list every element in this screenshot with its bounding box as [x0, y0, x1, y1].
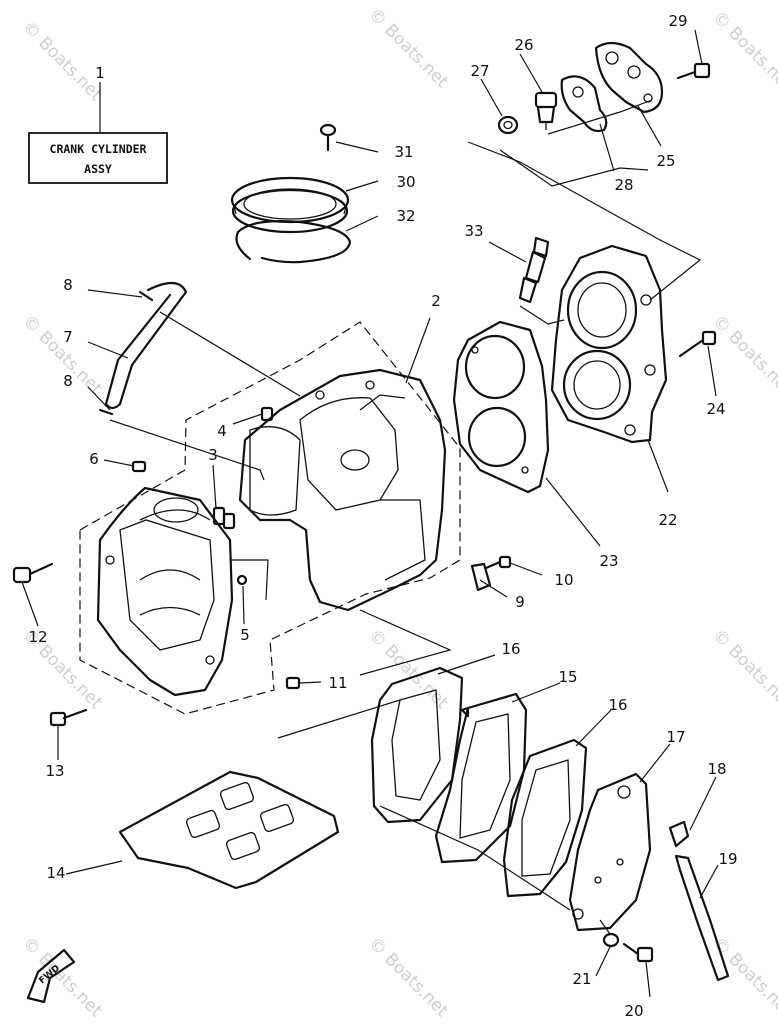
callout-9: 9: [515, 593, 525, 611]
part-25-cover: [594, 41, 664, 114]
callout-12: 12: [28, 628, 47, 646]
part-23-head-gasket: [452, 320, 550, 494]
callout-20: 20: [624, 1002, 643, 1020]
assembly-lines: [79, 99, 702, 935]
callout-5: 5: [240, 626, 250, 644]
watermark: © Boats.net: [18, 17, 106, 105]
watermark: © Boats.net: [708, 7, 778, 95]
part-33-spark-plug: [518, 236, 550, 304]
callout-8b: 8: [63, 372, 73, 390]
callout-16a: 16: [501, 640, 520, 658]
callout-22: 22: [658, 511, 677, 529]
part-22-cylinder-head: [550, 244, 668, 444]
callout-2: 2: [431, 292, 441, 310]
callout-32: 32: [396, 207, 415, 225]
part-7-hose: [104, 281, 188, 410]
callout-13: 13: [45, 762, 64, 780]
callout-3: 3: [208, 446, 218, 464]
callout-14: 14: [46, 864, 65, 882]
callout-28: 28: [614, 176, 633, 194]
callout-16b: 16: [608, 696, 627, 714]
callout-23: 23: [599, 552, 618, 570]
part-8-clip-lower: [98, 408, 114, 416]
leader-lines: [21, 29, 719, 998]
callout-4: 4: [217, 422, 227, 440]
callout-6: 6: [89, 450, 99, 468]
part-18-elbow: [668, 820, 690, 848]
callout-15: 15: [558, 668, 577, 686]
callout-10: 10: [554, 571, 573, 589]
part-16-gasket-a: [370, 666, 464, 824]
title-line-1: CRANK CYLINDER: [50, 142, 147, 156]
part-8-clip: [138, 290, 154, 302]
part-15-plate: [434, 692, 528, 864]
callout-1: 1: [95, 64, 105, 82]
part-6-clip: [131, 460, 147, 473]
part-10-screw: [484, 555, 512, 570]
callout-24: 24: [706, 400, 725, 418]
callouts: 1 2 3 4 5 6 7 8 8 9 10 11 12 13 14 15 16…: [28, 12, 737, 1020]
part-13-bolt: [49, 708, 88, 727]
watermark: © Boats.net: [18, 933, 106, 1021]
part-31-screw: [319, 123, 337, 152]
part-14-gasket: [118, 770, 340, 890]
watermark: © Boats.net: [364, 4, 452, 92]
callout-11: 11: [328, 674, 347, 692]
callout-29: 29: [668, 12, 687, 30]
callout-27: 27: [470, 62, 489, 80]
part-12-bolt: [12, 562, 54, 584]
title-line-2: ASSY: [84, 162, 112, 176]
part-28-gasket: [560, 75, 608, 133]
part-30-ring: [230, 176, 350, 234]
callout-30: 30: [396, 173, 415, 191]
callout-31: 31: [394, 143, 413, 161]
part-26-thermostat: [534, 91, 558, 130]
part-3-dowel: [212, 506, 236, 530]
part-2-crankcase: [238, 368, 447, 612]
part-20-bolt: [622, 942, 654, 963]
watermark: © Boats.net: [364, 933, 452, 1021]
part-19-hose: [674, 854, 730, 982]
part-29-bolt: [676, 62, 711, 80]
watermark: © Boats.net: [708, 625, 778, 713]
callout-25: 25: [656, 152, 675, 170]
callout-21: 21: [572, 970, 591, 988]
watermark: © Boats.net: [708, 311, 778, 399]
part-block-left: [96, 486, 234, 697]
part-17-cover: [568, 772, 652, 932]
callout-7: 7: [63, 328, 73, 346]
callout-19: 19: [718, 850, 737, 868]
callout-26: 26: [514, 36, 533, 54]
callout-33: 33: [464, 222, 483, 240]
part-16-gasket-b: [502, 738, 588, 898]
assembly-title-box: CRANK CYLINDER ASSY: [28, 82, 168, 184]
callout-8a: 8: [63, 276, 73, 294]
part-27-ring: [497, 115, 519, 135]
part-21-washer: [602, 932, 620, 948]
part-5-washer: [236, 574, 248, 586]
part-11-pin: [285, 676, 301, 690]
part-9-clip: [470, 562, 492, 592]
callout-17: 17: [666, 728, 685, 746]
part-32-snap-ring: [235, 220, 352, 264]
callout-18: 18: [707, 760, 726, 778]
part-24-bolt: [678, 330, 717, 358]
